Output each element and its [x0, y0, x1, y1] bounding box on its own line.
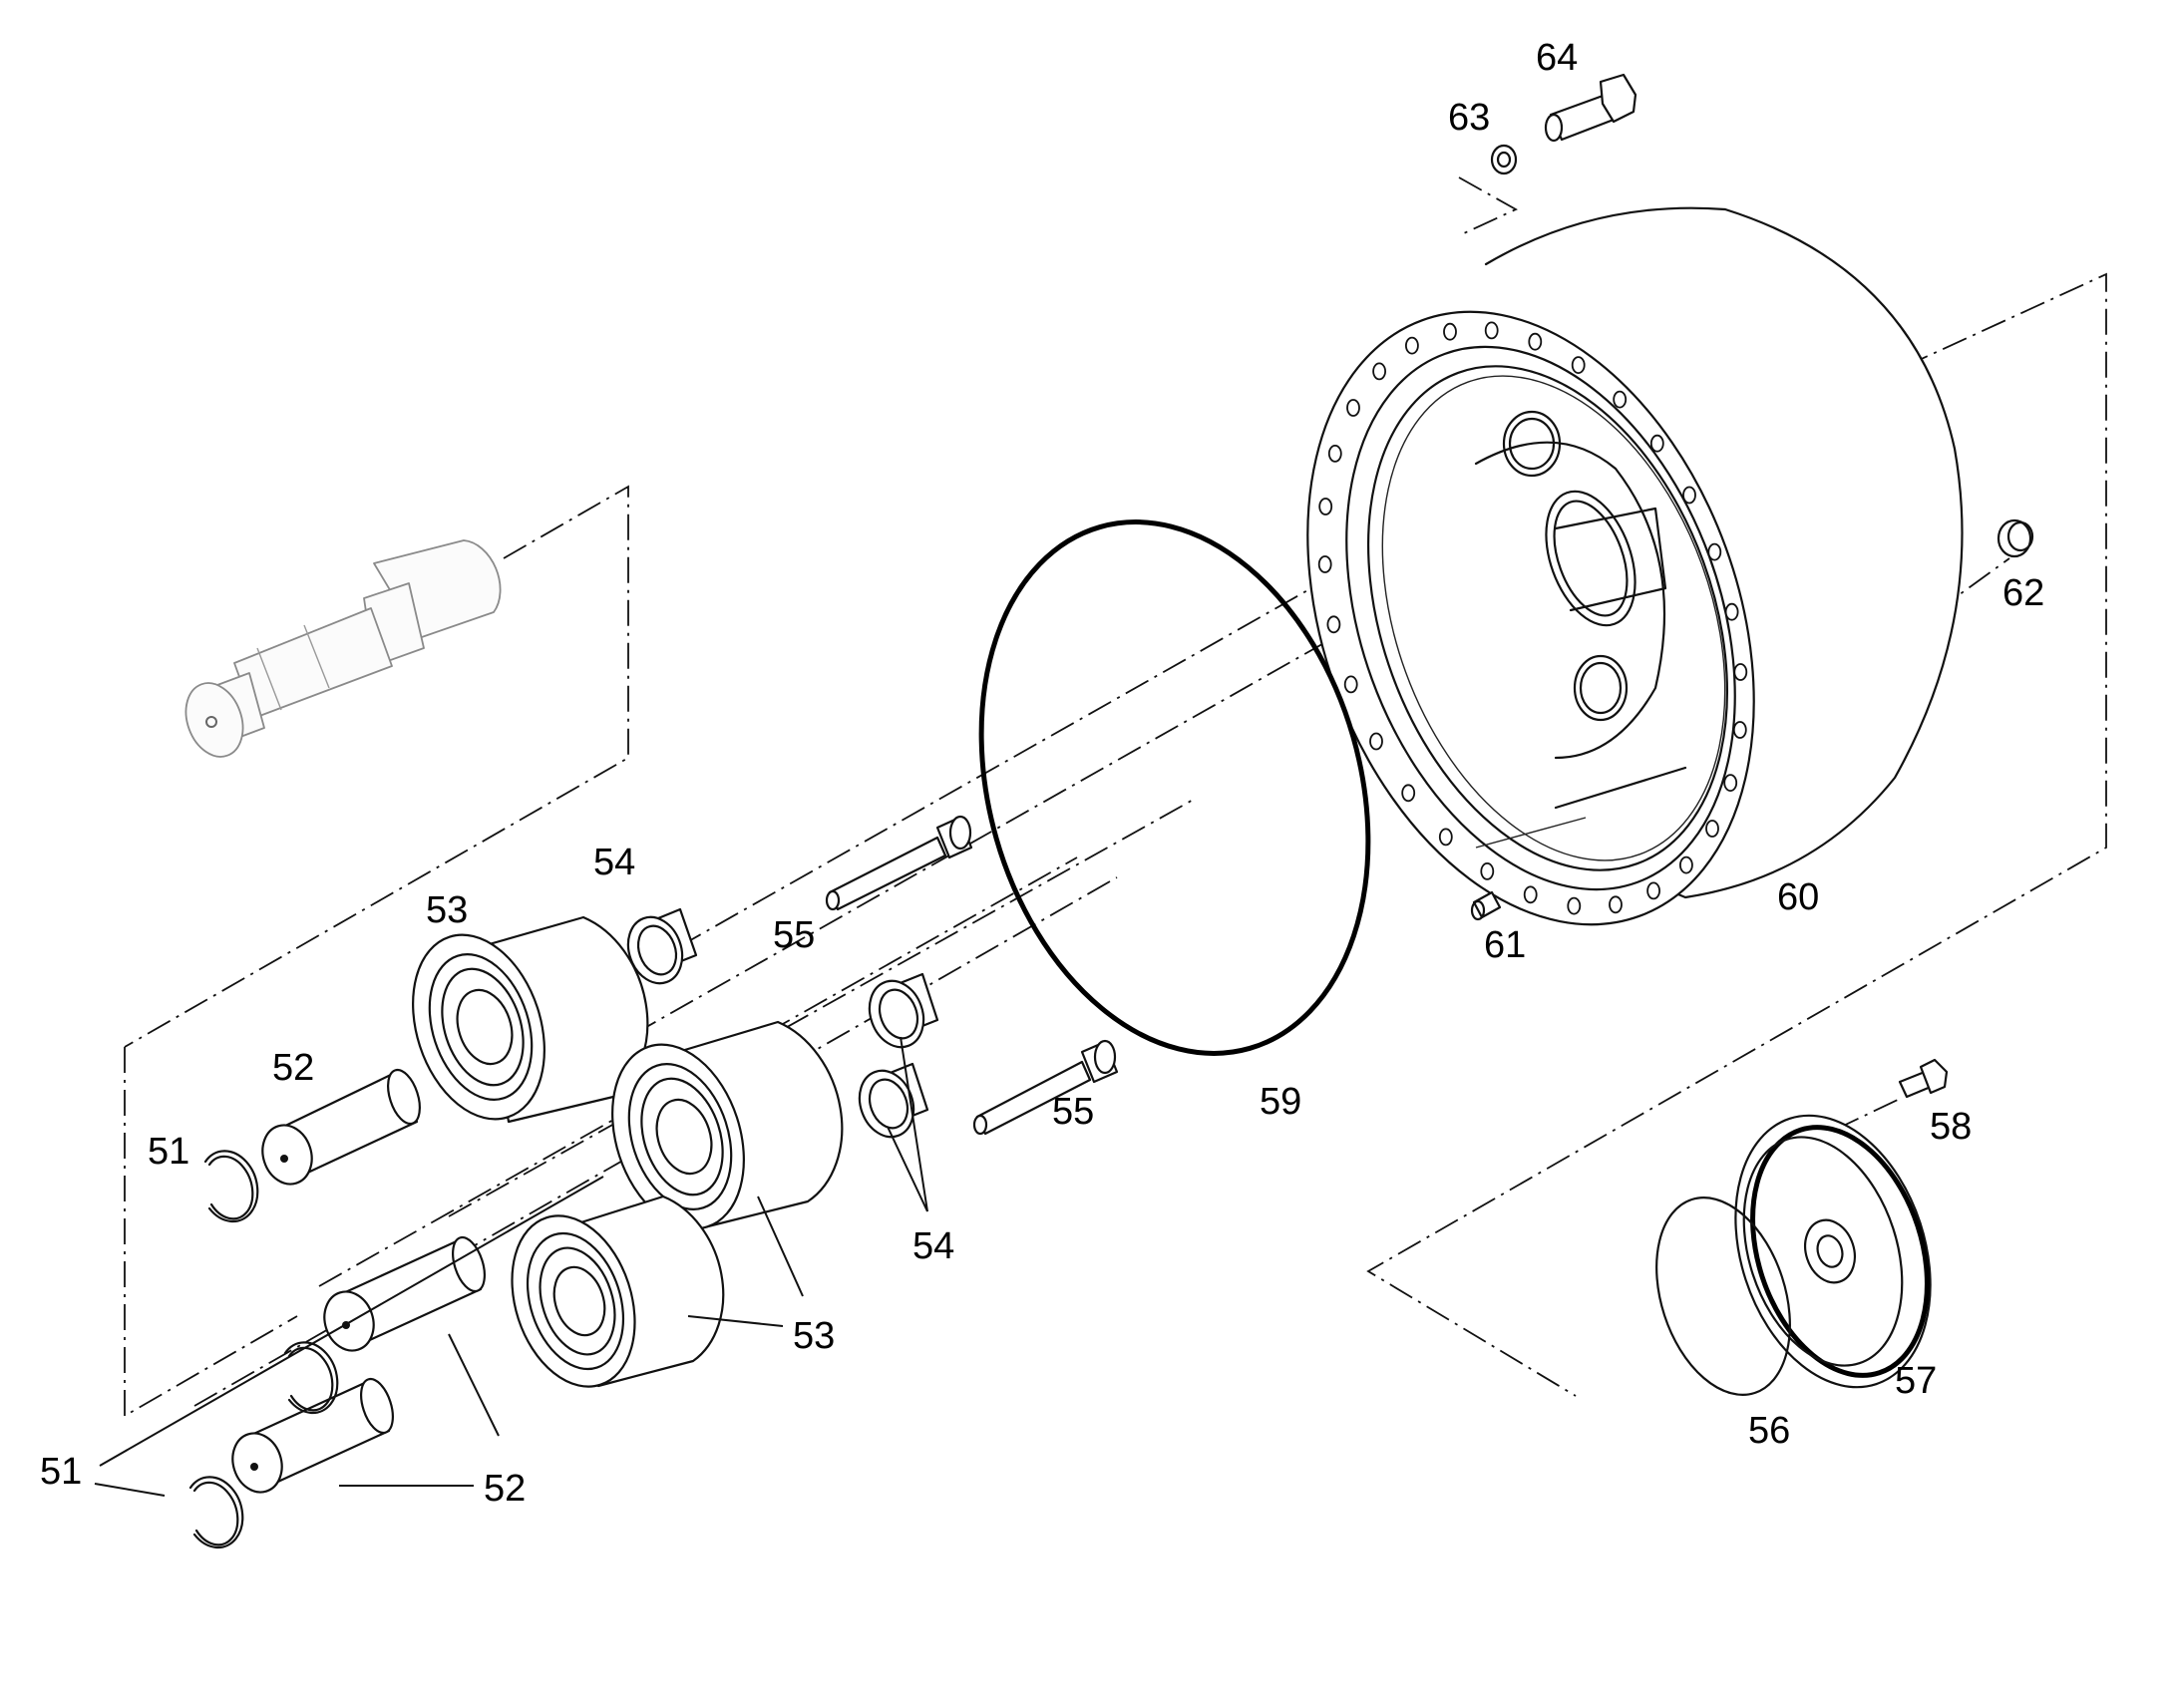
input-shaft — [184, 539, 502, 758]
label-59: 59 — [1260, 1081, 1301, 1123]
planet-gear — [511, 1195, 725, 1388]
planet-gear — [412, 915, 649, 1124]
leader-lines — [94, 1036, 928, 1497]
label-51: 51 — [148, 1131, 189, 1173]
planet-pin — [231, 1377, 394, 1494]
bolt-hole — [1372, 362, 1386, 381]
bolt-hole — [1343, 675, 1358, 694]
label-57: 57 — [1895, 1360, 1937, 1402]
end-cover — [1734, 1114, 1932, 1389]
bolt-hole — [1484, 321, 1499, 340]
set-screw — [1470, 890, 1502, 921]
planet-pin — [825, 815, 973, 911]
cover-bolt — [1898, 1058, 1949, 1099]
label-60: 60 — [1777, 876, 1819, 918]
bolt-hole — [1369, 732, 1383, 751]
label-62: 62 — [2002, 572, 2044, 614]
bolt-hole — [1733, 663, 1748, 681]
bolt-hole — [1732, 721, 1747, 739]
bolt-hole — [1523, 885, 1538, 904]
bolt-hole — [1724, 602, 1739, 621]
cover-o-ring — [1655, 1196, 1791, 1396]
bolt-hole — [1327, 444, 1342, 463]
planet-pin — [323, 1235, 486, 1352]
bolt-hole — [1679, 855, 1693, 874]
label-61: 61 — [1484, 924, 1526, 966]
bolt-hole — [1480, 862, 1495, 880]
label-55: 55 — [1052, 1091, 1094, 1133]
label-64: 64 — [1536, 37, 1578, 79]
label-53: 53 — [793, 1315, 835, 1357]
part-labels: 51 51 52 52 53 53 54 54 55 55 56 57 58 5… — [40, 37, 2044, 1510]
label-52: 52 — [484, 1468, 526, 1510]
housing-bolt-holes — [1317, 321, 1748, 915]
bushing — [868, 972, 939, 1049]
label-58: 58 — [1930, 1106, 1972, 1148]
retaining-ring — [203, 1150, 259, 1223]
planet-pin — [261, 1068, 421, 1186]
bolt-hole — [1707, 542, 1722, 561]
label-52: 52 — [272, 1047, 314, 1089]
bolt-hole — [1723, 774, 1738, 792]
bushing — [626, 907, 698, 985]
label-56: 56 — [1748, 1410, 1790, 1452]
retaining-ring — [188, 1476, 244, 1549]
bolt-hole — [1613, 390, 1628, 409]
label-63: 63 — [1448, 97, 1490, 139]
planetary-housing — [1306, 206, 1964, 926]
bolt-hole — [1317, 555, 1332, 573]
bolt-hole — [1682, 486, 1696, 505]
bolt-hole — [1443, 322, 1457, 341]
planet-pin — [972, 1039, 1119, 1136]
bolt-hole — [1346, 399, 1360, 417]
bolt-hole — [1705, 820, 1719, 838]
label-55: 55 — [773, 914, 815, 956]
planet-gear — [611, 1020, 844, 1230]
bushing — [858, 1062, 929, 1139]
label-54: 54 — [593, 842, 635, 883]
bolt — [1544, 73, 1637, 143]
housing-o-ring — [978, 519, 1371, 1056]
bolt-hole — [1401, 784, 1416, 803]
bolt-hole — [1609, 895, 1623, 914]
bolt-hole — [1567, 896, 1582, 915]
label-51: 51 — [40, 1451, 82, 1493]
bolt-hole — [1405, 336, 1419, 355]
label-53: 53 — [426, 889, 468, 931]
bolt-hole — [1528, 332, 1543, 351]
washer — [1490, 144, 1518, 175]
bolt-hole — [1326, 615, 1341, 634]
bolt-hole — [1646, 881, 1660, 900]
bolt-hole — [1649, 434, 1664, 453]
bolt-hole — [1571, 356, 1586, 375]
plug — [1997, 518, 2034, 558]
label-54: 54 — [912, 1225, 954, 1267]
bolt-hole — [1438, 828, 1453, 847]
bolt-hole — [1318, 498, 1333, 515]
